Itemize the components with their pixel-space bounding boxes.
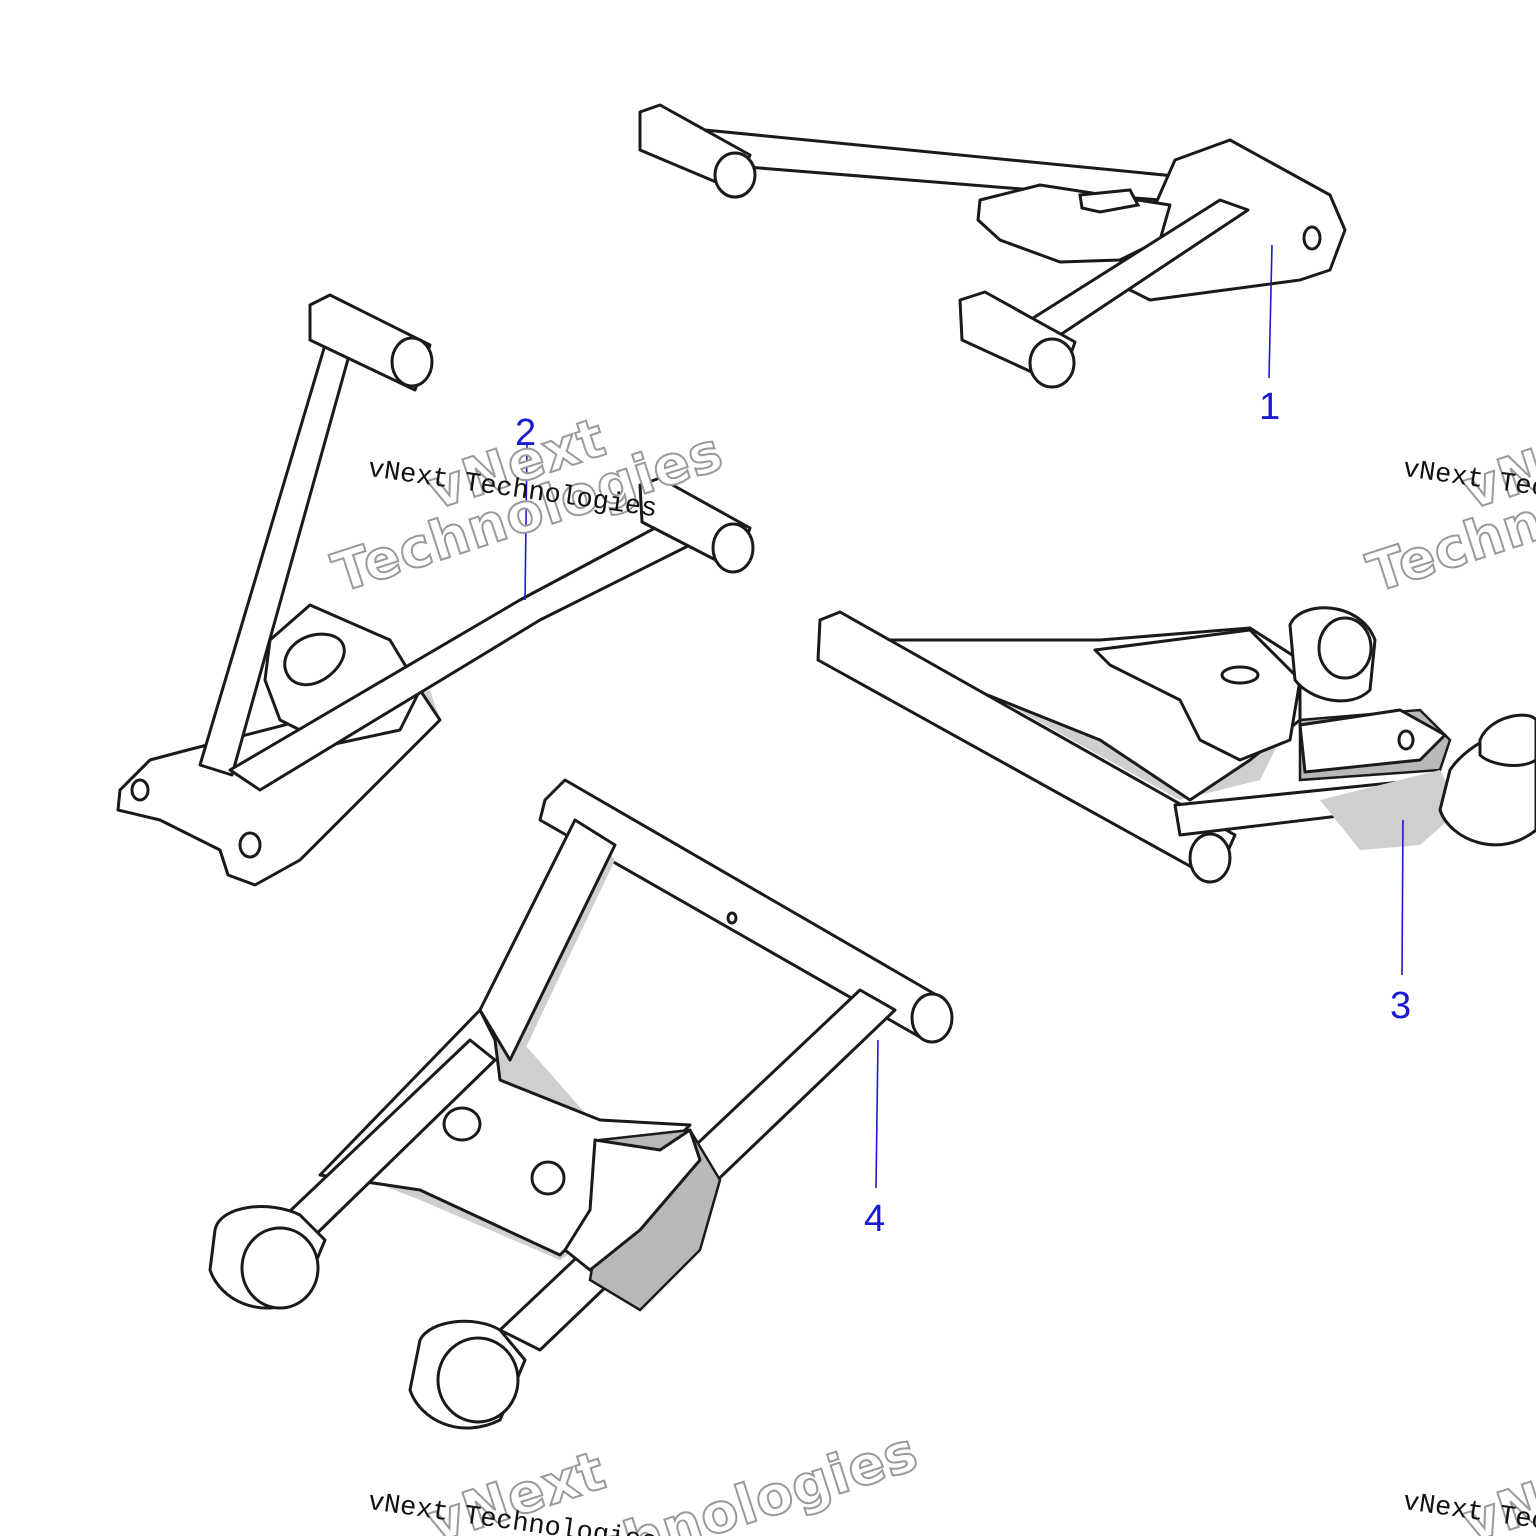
callout-label-4[interactable]: 4 (864, 1198, 886, 1240)
callout-label-2[interactable]: 2 (515, 412, 537, 454)
callout-2-leader (524, 444, 528, 601)
callout-1-leader (1268, 244, 1273, 379)
control-arm-1 (638, 103, 1347, 389)
control-arm-4 (208, 778, 954, 1430)
callout-3-leader (1401, 819, 1404, 976)
callout-label-1[interactable]: 1 (1259, 386, 1281, 428)
callout-4-leader (875, 1039, 879, 1189)
callout-label-3[interactable]: 3 (1390, 985, 1412, 1027)
control-arm-2 (116, 293, 755, 887)
control-arm-3 (816, 606, 1536, 884)
